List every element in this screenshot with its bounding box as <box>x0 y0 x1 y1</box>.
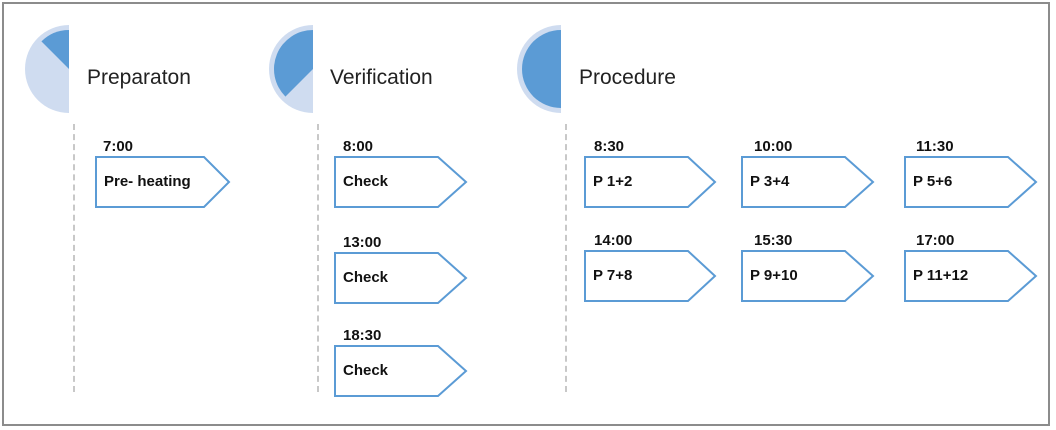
step-label: Check <box>343 173 389 190</box>
step-time: 18:30 <box>343 327 382 344</box>
step-time: 8:30 <box>594 138 625 155</box>
timeline-divider <box>317 124 319 392</box>
step-arrow: Check <box>334 345 470 397</box>
step-arrow: P 11+12 <box>904 250 1040 302</box>
step-label: P 7+8 <box>593 267 633 284</box>
step-time: 15:30 <box>754 232 793 249</box>
step-label: Check <box>343 269 389 286</box>
step-arrow: P 7+8 <box>584 250 720 302</box>
progress-wedge <box>273 30 313 97</box>
step-arrow: Check <box>334 252 470 304</box>
step-label: P 1+2 <box>593 173 633 190</box>
step-time: 8:00 <box>343 138 374 155</box>
phase-title: Preparaton <box>87 66 191 89</box>
step-label: P 3+4 <box>750 173 790 190</box>
diagram-frame: Preparaton 7:00 Pre- heating Verificatio… <box>2 2 1050 426</box>
progress-wedge <box>41 30 69 69</box>
timeline-divider <box>73 124 75 392</box>
step-label: P 9+10 <box>750 267 798 284</box>
phase-title: Verification <box>330 66 433 89</box>
step-time: 13:00 <box>343 234 382 251</box>
step-label: P 5+6 <box>913 173 953 190</box>
progress-wedge <box>522 30 561 108</box>
step-time: 14:00 <box>594 232 633 249</box>
progress-pie-icon <box>517 25 561 113</box>
step-arrow: P 3+4 <box>741 156 877 208</box>
step-time: 7:00 <box>103 138 134 155</box>
step-arrow: P 5+6 <box>904 156 1040 208</box>
step-label: Check <box>343 362 389 379</box>
phase-title: Procedure <box>579 66 676 89</box>
step-arrow: P 9+10 <box>741 250 877 302</box>
step-time: 10:00 <box>754 138 793 155</box>
step-time: 17:00 <box>916 232 955 249</box>
step-label: P 11+12 <box>913 267 969 284</box>
step-time: 11:30 <box>916 138 954 155</box>
step-arrow: Check <box>334 156 470 208</box>
step-arrow: Pre- heating <box>95 156 231 208</box>
timeline-divider <box>565 124 567 392</box>
progress-pie-icon <box>25 25 69 113</box>
step-arrow: P 1+2 <box>584 156 720 208</box>
progress-pie-icon <box>269 25 313 113</box>
step-label: Pre- heating <box>104 173 191 190</box>
